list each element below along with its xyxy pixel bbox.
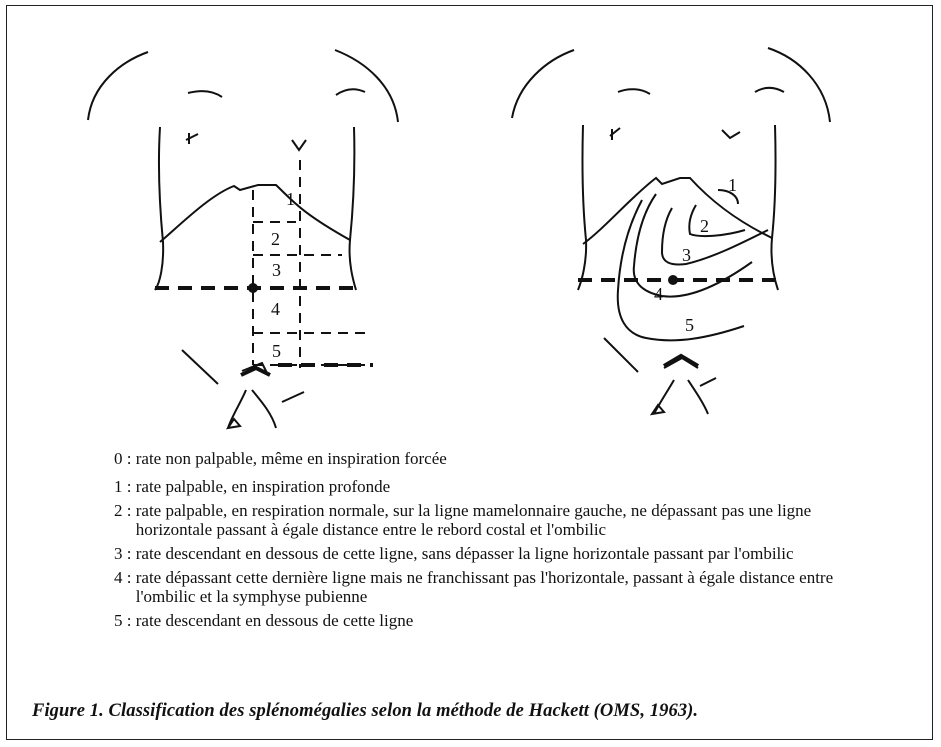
right-zone-label-3: 3: [682, 245, 691, 265]
left-zone-label-3: 3: [272, 260, 281, 280]
legend-text: rate dépassant cette dernière ligne mais…: [136, 568, 874, 606]
legend-text: rate non palpable, même en inspiration f…: [136, 449, 874, 468]
legend-key: 3 :: [114, 544, 136, 563]
right-pubic-mark: [664, 356, 698, 366]
left-xiphoid-mark: [292, 140, 306, 150]
legend-item-0: 0 : rate non palpable, même en inspirati…: [114, 449, 874, 468]
legend-text: rate palpable, en respiration normale, s…: [136, 501, 874, 539]
left-torso-diagram: [88, 50, 398, 428]
right-torso-outline: [512, 48, 830, 414]
legend-text: rate descendant en dessous de cette lign…: [136, 611, 874, 630]
legend-text: rate descendant en dessous de cette lign…: [136, 544, 874, 563]
left-zone-label-2: 2: [271, 229, 280, 249]
left-zone-label-4: 4: [271, 299, 280, 319]
right-umbilicus-dot: [668, 275, 678, 285]
left-zone-label-1: 1: [286, 189, 295, 209]
hackett-diagrams: 1 2 3 4 5: [0, 0, 941, 440]
legend-text: rate palpable, en inspiration profonde: [136, 477, 874, 496]
left-umbilicus-dot: [248, 283, 258, 293]
left-zone-label-5: 5: [272, 341, 281, 361]
legend-key: 1 :: [114, 477, 136, 496]
figure-caption: Figure 1. Classification des splénomégal…: [32, 701, 922, 722]
grade-legend: 0 : rate non palpable, même en inspirati…: [114, 449, 874, 635]
legend-key: 4 :: [114, 568, 136, 606]
legend-item-2: 2 : rate palpable, en respiration normal…: [114, 501, 874, 539]
right-zone-label-2: 2: [700, 216, 709, 236]
legend-item-4: 4 : rate dépassant cette dernière ligne …: [114, 568, 874, 606]
left-grid-lines: [253, 160, 373, 368]
legend-key: 5 :: [114, 611, 136, 630]
legend-item-5: 5 : rate descendant en dessous de cette …: [114, 611, 874, 630]
legend-key: 0 :: [114, 449, 136, 468]
right-torso-diagram: [512, 48, 830, 414]
legend-key: 2 :: [114, 501, 136, 539]
legend-item-3: 3 : rate descendant en dessous de cette …: [114, 544, 874, 563]
right-zone-labels: 1 2 3 4 5: [654, 175, 737, 335]
right-zone-label-1: 1: [728, 175, 737, 195]
left-torso-outline: [88, 50, 398, 428]
right-zone-label-5: 5: [685, 315, 694, 335]
legend-item-1: 1 : rate palpable, en inspiration profon…: [114, 477, 874, 496]
left-zone-labels: 1 2 3 4 5: [271, 189, 295, 361]
right-zone-label-4: 4: [654, 284, 663, 304]
